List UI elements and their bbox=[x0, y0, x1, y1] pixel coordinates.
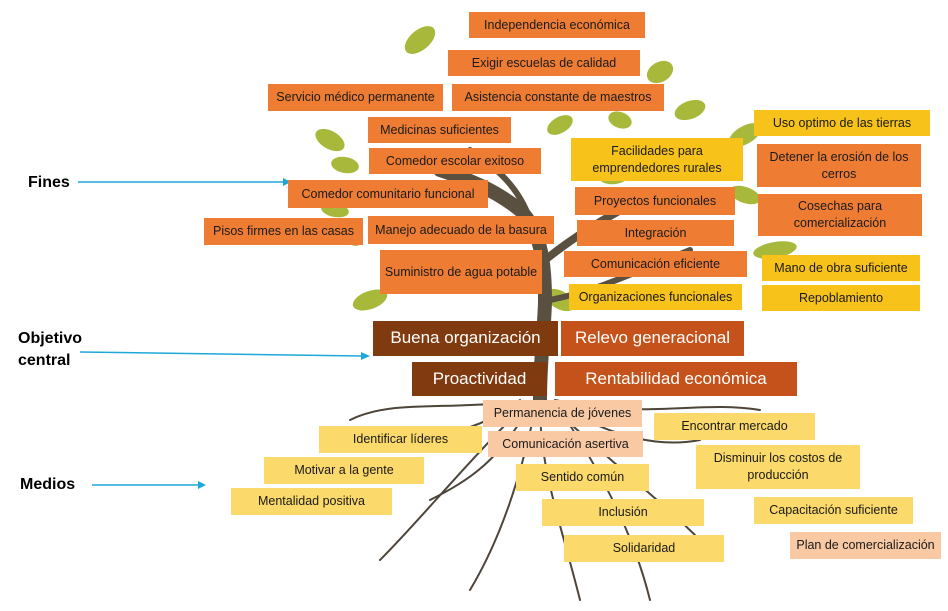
fines-label: Fines bbox=[28, 174, 70, 191]
fin-box: Integración bbox=[577, 220, 734, 246]
objetivo-box: Buena organización bbox=[373, 321, 558, 356]
medio-box: Sentido común bbox=[516, 464, 649, 491]
fin-box: Organizaciones funcionales bbox=[569, 284, 742, 310]
medio-box: Inclusión bbox=[542, 499, 704, 526]
fin-box: Servicio médico permanente bbox=[268, 84, 443, 111]
fin-box: Detener la erosión de los cerros bbox=[757, 144, 921, 187]
fin-box: Uso optimo de las tierras bbox=[754, 110, 930, 136]
medio-box: Identificar líderes bbox=[319, 426, 482, 453]
objetivo-box: Relevo generacional bbox=[561, 321, 744, 356]
fin-box: Independencia económica bbox=[469, 12, 645, 38]
fin-box: Manejo adecuado de la basura bbox=[368, 216, 554, 244]
medio-box: Comunicación asertiva bbox=[488, 431, 643, 457]
fin-box: Repoblamiento bbox=[762, 285, 920, 311]
medios-label: Medios bbox=[20, 476, 76, 493]
medio-box: Solidaridad bbox=[564, 535, 724, 562]
fin-box: Proyectos funcionales bbox=[575, 187, 735, 215]
fin-box: Asistencia constante de maestros bbox=[452, 84, 664, 111]
medio-box: Disminuir los costos de producción bbox=[696, 445, 860, 489]
objetivo-box: Proactividad bbox=[412, 362, 547, 396]
medio-box: Motivar a la gente bbox=[264, 457, 424, 484]
objetivo-arrow bbox=[80, 351, 370, 360]
fin-box: Comunicación eficiente bbox=[564, 251, 747, 277]
medio-box: Mentalidad positiva bbox=[231, 488, 392, 515]
objetivo-box: Rentabilidad económica bbox=[555, 362, 797, 396]
fin-box: Facilidades para emprendedores rurales bbox=[571, 138, 743, 181]
fin-box: Comedor escolar exitoso bbox=[369, 148, 541, 174]
fin-box: Suministro de agua potable bbox=[380, 250, 542, 294]
medio-box: Permanencia de jóvenes bbox=[483, 400, 642, 427]
medios-arrow bbox=[92, 481, 206, 489]
objetivo-label-line2: central bbox=[18, 351, 71, 369]
fines-arrow bbox=[78, 178, 291, 186]
fin-box: Cosechas para comercialización bbox=[758, 194, 922, 236]
fin-box: Pisos firmes en las casas bbox=[204, 218, 363, 245]
fin-box: Exigir escuelas de calidad bbox=[448, 50, 640, 76]
medio-box: Encontrar mercado bbox=[654, 413, 815, 440]
objetivo-central-label: Objetivo central bbox=[18, 328, 82, 371]
medio-box: Capacitación suficiente bbox=[754, 497, 913, 524]
medio-box: Plan de comercialización bbox=[790, 532, 941, 559]
fin-box: Mano de obra suficiente bbox=[762, 255, 920, 281]
objetivo-label-line1: Objetivo bbox=[18, 330, 83, 347]
fin-box: Comedor comunitario funcional bbox=[288, 180, 488, 208]
fin-box: Medicinas suficientes bbox=[368, 117, 511, 143]
